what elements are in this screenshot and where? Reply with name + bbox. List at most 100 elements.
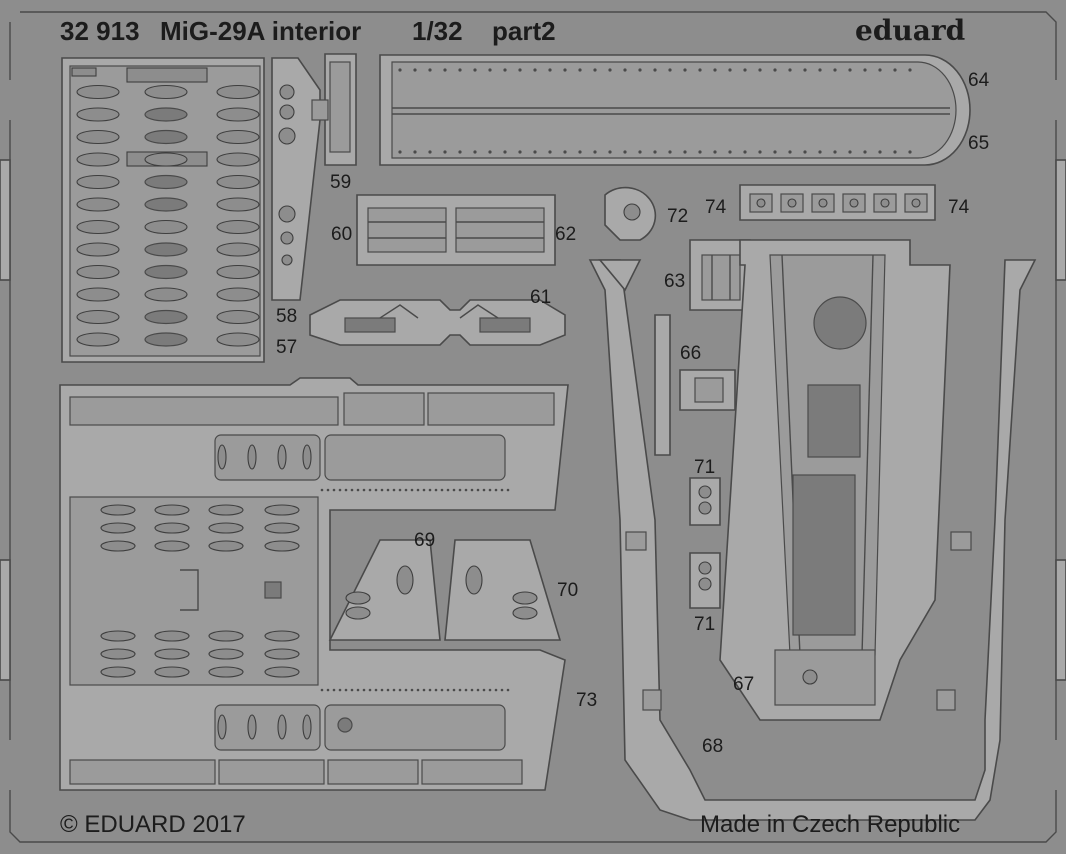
part-68 <box>588 259 1037 821</box>
frame-tab-right-2 <box>1055 559 1066 681</box>
oval-hole <box>144 219 188 235</box>
rivet-dot <box>356 488 360 492</box>
rivet-dot <box>332 488 336 492</box>
rivet-dot <box>473 68 477 72</box>
part-72 <box>604 186 657 241</box>
oval-hole <box>264 630 300 642</box>
rivet-dot <box>458 488 462 492</box>
rivet-dot <box>428 68 432 72</box>
rivet-dot <box>608 68 612 72</box>
rivet-dot <box>506 688 510 692</box>
oval-hole <box>100 504 136 516</box>
rivet-dot <box>548 150 552 154</box>
rivet-dot <box>788 150 792 154</box>
label-57: 57 <box>276 337 297 358</box>
oval-hole <box>154 630 190 642</box>
oval-hole <box>100 648 136 660</box>
oval-hole <box>144 287 188 302</box>
rivet-dot <box>410 488 414 492</box>
rivet-dot <box>470 688 474 692</box>
rivet-dot <box>368 688 372 692</box>
rivet-dot <box>380 488 384 492</box>
sheet-code: 32 913 <box>60 16 140 46</box>
rivet-dot <box>404 488 408 492</box>
rivet-dot <box>464 688 468 692</box>
oval-hole <box>208 522 244 534</box>
rivet-dot <box>848 150 852 154</box>
rivet-dot <box>320 488 324 492</box>
oval-hole <box>264 522 300 534</box>
rivet-dot <box>908 68 912 72</box>
rivet-dot <box>638 68 642 72</box>
oval-hole <box>144 332 188 347</box>
rivet-dot <box>416 688 420 692</box>
rivet-dot <box>443 150 447 154</box>
rivet-dot <box>392 488 396 492</box>
oval-hole <box>264 504 300 516</box>
rivet-dot <box>464 488 468 492</box>
rivet-dot <box>893 150 897 154</box>
slot-hole <box>302 444 312 470</box>
rivet-dot <box>563 150 567 154</box>
rivet-dot <box>458 150 462 154</box>
rivet-dot <box>422 488 426 492</box>
part-69-70 <box>328 539 562 641</box>
rivet-dot <box>398 688 402 692</box>
label-74-right: 74 <box>948 197 970 218</box>
rivet-dot <box>494 688 498 692</box>
oval-hole <box>144 174 188 190</box>
rivet-dot <box>440 488 444 492</box>
rivet-dot <box>788 68 792 72</box>
rivet-dot <box>893 68 897 72</box>
oval-hole <box>154 540 190 552</box>
oval-hole <box>264 666 300 678</box>
label-68: 68 <box>702 736 723 757</box>
rivet-dot <box>743 68 747 72</box>
rivet-dot <box>320 688 324 692</box>
rivet-dot <box>593 68 597 72</box>
rivet-dot <box>878 68 882 72</box>
rivet-dot <box>728 68 732 72</box>
label-72: 72 <box>667 206 688 227</box>
oval-hole <box>144 309 188 325</box>
rivet-dot <box>773 150 777 154</box>
clip-hole <box>818 198 828 208</box>
slot-hole <box>302 714 312 740</box>
oval-hole <box>208 540 244 552</box>
oval-hole <box>216 332 260 347</box>
part-73 <box>59 377 569 791</box>
rivet-dot <box>668 150 672 154</box>
oval-hole <box>208 630 244 642</box>
rivet-dot <box>503 150 507 154</box>
slot-hole <box>247 714 257 740</box>
part-67 <box>719 239 951 721</box>
rivet-dot <box>488 150 492 154</box>
rivet-dot <box>488 68 492 72</box>
slot-hole <box>277 444 287 470</box>
rivet-dot <box>368 488 372 492</box>
rivet-dot <box>362 688 366 692</box>
rivet-dot <box>500 688 504 692</box>
oval-hole <box>144 242 188 257</box>
rivet-dot <box>608 150 612 154</box>
label-64: 64 <box>968 70 990 91</box>
sheet-scale: 1/32 <box>412 16 463 46</box>
oval-hole <box>76 129 120 145</box>
rivet-dot <box>713 68 717 72</box>
rivet-dot <box>410 688 414 692</box>
rivet-dot <box>482 688 486 692</box>
label-73: 73 <box>576 690 597 711</box>
rivet-dot <box>380 688 384 692</box>
sheet-part: part2 <box>492 16 556 46</box>
rivet-dot <box>386 688 390 692</box>
oval-hole <box>216 242 260 257</box>
label-74-left: 74 <box>705 197 727 218</box>
rivet-dot <box>803 150 807 154</box>
oval-hole <box>216 264 260 280</box>
oval-hole <box>76 332 120 347</box>
rivet-dot <box>356 688 360 692</box>
label-61: 61 <box>530 287 551 308</box>
label-66: 66 <box>680 343 701 364</box>
rivet-dot <box>452 688 456 692</box>
rivet-dot <box>458 688 462 692</box>
